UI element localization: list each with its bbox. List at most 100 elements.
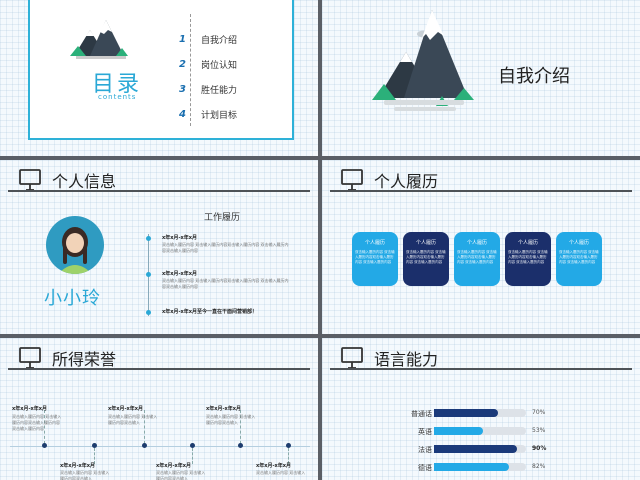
header-divider: [330, 368, 632, 370]
person-icon: [58, 227, 92, 274]
timeline-dot: [146, 310, 151, 315]
section-header: 个人信息: [52, 172, 117, 191]
timeline-stem: [144, 410, 145, 444]
slide-toc[interactable]: 目录 contents 1 自我介绍 2 岗位认知 3 胜任能力 4 计划目标: [0, 0, 318, 156]
language-label: 法语: [418, 446, 432, 454]
entry-date: x年x月-x年x月: [162, 235, 197, 241]
profile-name: 小小玲: [44, 288, 101, 309]
card-title: 个人履历: [517, 240, 538, 246]
toc-item-2[interactable]: 2 岗位认知: [179, 58, 237, 71]
toc-num: 4: [179, 109, 186, 120]
card-title: 个人履历: [568, 240, 589, 246]
toc-subtitle: contents: [98, 93, 137, 101]
language-percent: 82%: [532, 463, 546, 470]
language-percent: 70%: [532, 409, 546, 416]
toc-num: 3: [179, 84, 186, 95]
card-text: 双击输入履历内容 双击输入履历内容双击输入履历内容 双击输入履历内容: [508, 250, 548, 264]
slide-resume[interactable]: 个人履历 个人履历 双击输入履历内容 双击输入履历内容双击输入履历内容 双击输入…: [322, 160, 640, 334]
honor-text: 双击输入履历内容 双击输入履历内容双击输入: [206, 414, 256, 425]
honor-date: x年x月-x年x月: [256, 463, 291, 469]
language-label: 普通话: [411, 410, 432, 418]
slide-language[interactable]: 语言能力 普通话 70% 英语 53% 法语 90% 德语 82%: [322, 338, 640, 480]
timeline-dot: [42, 443, 47, 448]
card-title: 个人履历: [415, 240, 436, 246]
honor-date: x年x月-x年x月: [156, 463, 191, 469]
cover-title: 自我介绍: [498, 66, 570, 87]
language-bar: [434, 427, 526, 435]
toc-label: 计划目标: [201, 111, 238, 121]
header-divider: [330, 190, 632, 192]
timeline-stem: [192, 448, 193, 464]
timeline-dot: [146, 272, 151, 277]
header-divider: [8, 190, 310, 192]
slide-honors[interactable]: 所得荣誉 x年x月-x年x月 双击输入履历内容 双击输入履历内容双击输入履历内容…: [0, 338, 318, 480]
monitor-icon: [19, 169, 41, 191]
card-text: 双击输入履历内容 双击输入履历内容双击输入履历内容 双击输入履历内容: [457, 250, 497, 264]
language-bar: [434, 409, 526, 417]
resume-card[interactable]: 个人履历 双击输入履历内容 双击输入履历内容双击输入履历内容 双击输入履历内容: [352, 232, 398, 286]
timeline-stem: [44, 410, 45, 444]
avatar: [46, 216, 104, 274]
toc-label: 胜任能力: [201, 86, 238, 96]
language-label: 德语: [418, 464, 432, 472]
slide-cover[interactable]: 自我介绍: [322, 0, 640, 156]
timeline-dot: [286, 443, 291, 448]
section-header: 所得荣誉: [52, 350, 117, 369]
language-bar-fill: [434, 463, 510, 471]
language-label: 英语: [418, 428, 432, 436]
section-header: 语言能力: [374, 350, 439, 369]
header-divider: [8, 368, 310, 370]
toc-num: 1: [179, 34, 186, 45]
honor-date: x年x月-x年x月: [12, 406, 47, 412]
honor-text: 双击输入履历内容 双击输入履历内容双击输入: [156, 470, 206, 480]
language-percent: 53%: [532, 427, 546, 434]
slide-profile[interactable]: 个人信息 小小玲 工作履历 x年x月-x年x月 双击输入履历内容 双击输入履历内…: [0, 160, 318, 334]
language-bar-fill: [434, 427, 483, 435]
timeline-dot: [92, 443, 97, 448]
resume-card[interactable]: 个人履历 双击输入履历内容 双击输入履历内容双击输入履历内容 双击输入履历内容: [505, 232, 551, 286]
toc-item-4[interactable]: 4 计划目标: [179, 108, 237, 121]
timeline-stem: [288, 448, 289, 464]
entry-date: x年x月-x年x月至今一直在干面间营销部！: [162, 309, 257, 315]
resume-card[interactable]: 个人履历 双击输入履历内容 双击输入履历内容双击输入履历内容 双击输入履历内容: [454, 232, 500, 286]
monitor-icon: [19, 347, 41, 369]
toc-label: 自我介绍: [201, 36, 238, 46]
language-percent: 90%: [532, 445, 547, 452]
monitor-icon: [341, 169, 363, 191]
monitor-icon: [341, 347, 363, 369]
mountain-icon: [372, 10, 474, 111]
work-title: 工作履历: [204, 213, 241, 223]
card-title: 个人履历: [364, 240, 385, 246]
entry-text: 双击输入履历内容 双击输入履历内容双击输入履历内容 双击输入履历内容双击输入履历…: [162, 278, 289, 289]
timeline-dot: [190, 443, 195, 448]
toc-label: 岗位认知: [201, 61, 238, 71]
honor-text: 双击输入履历内容 双击输入: [256, 470, 306, 475]
honor-text: 双击输入履历内容 双击输入履历内容双击输入: [108, 414, 158, 425]
card-title: 个人履历: [466, 240, 487, 246]
mountain-icon: [70, 20, 128, 59]
language-bar: [434, 445, 526, 453]
honor-date: x年x月-x年x月: [108, 406, 143, 412]
section-header: 个人履历: [374, 172, 439, 191]
toc-num: 2: [179, 59, 186, 70]
language-bar: [434, 463, 526, 471]
card-text: 双击输入履历内容 双击输入履历内容双击输入履历内容 双击输入履历内容: [355, 250, 395, 264]
timeline-dot: [142, 443, 147, 448]
honor-text: 双击输入履历内容 双击输入履历内容双击输入履历内容 双击输入履历内容: [12, 414, 62, 431]
card-text: 双击输入履历内容 双击输入履历内容双击输入履历内容 双击输入履历内容: [406, 250, 446, 264]
timeline-dot: [238, 443, 243, 448]
toc-item-3[interactable]: 3 胜任能力: [179, 83, 237, 96]
toc-divider: [190, 14, 191, 126]
honor-timeline: [10, 446, 310, 447]
card-text: 双击输入履历内容 双击输入履历内容双击输入履历内容 双击输入履历内容: [559, 250, 599, 264]
timeline-stem: [94, 448, 95, 464]
entry-date: x年x月-x年x月: [162, 271, 197, 277]
timeline-dot: [146, 236, 151, 241]
toc-item-1[interactable]: 1 自我介绍: [179, 33, 237, 46]
resume-card[interactable]: 个人履历 双击输入履历内容 双击输入履历内容双击输入履历内容 双击输入履历内容: [403, 232, 449, 286]
resume-card[interactable]: 个人履历 双击输入履历内容 双击输入履历内容双击输入履历内容 双击输入履历内容: [556, 232, 602, 286]
toc-title: 目录: [92, 72, 143, 97]
toc-frame: 目录 contents: [28, 0, 294, 140]
language-bar-fill: [434, 409, 499, 417]
timeline-stem: [240, 410, 241, 444]
